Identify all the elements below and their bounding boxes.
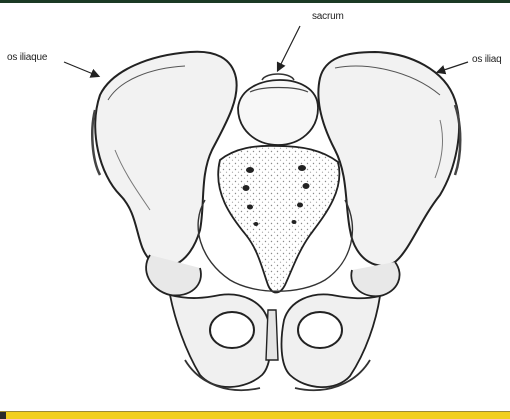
- sacral-promontory: [238, 80, 318, 145]
- iliac-right-arrow: [438, 62, 468, 72]
- left-iliac-wing: [95, 52, 236, 267]
- label-iliac-right: os iliaq: [472, 54, 502, 65]
- label-sacrum: sacrum: [312, 11, 344, 22]
- right-iliac-wing: [318, 52, 459, 266]
- left-obturator-foramen: [210, 312, 254, 348]
- right-acetabulum: [351, 262, 399, 296]
- bottom-border: [0, 412, 510, 419]
- label-iliac-left: os iliaque: [7, 52, 47, 63]
- bottom-corner-mark: [0, 412, 6, 419]
- pubic-symphysis: [266, 310, 278, 360]
- right-obturator-foramen: [298, 312, 342, 348]
- iliac-left-arrow: [64, 62, 98, 76]
- sacrum: [218, 146, 339, 293]
- sacrum-arrow: [278, 26, 300, 70]
